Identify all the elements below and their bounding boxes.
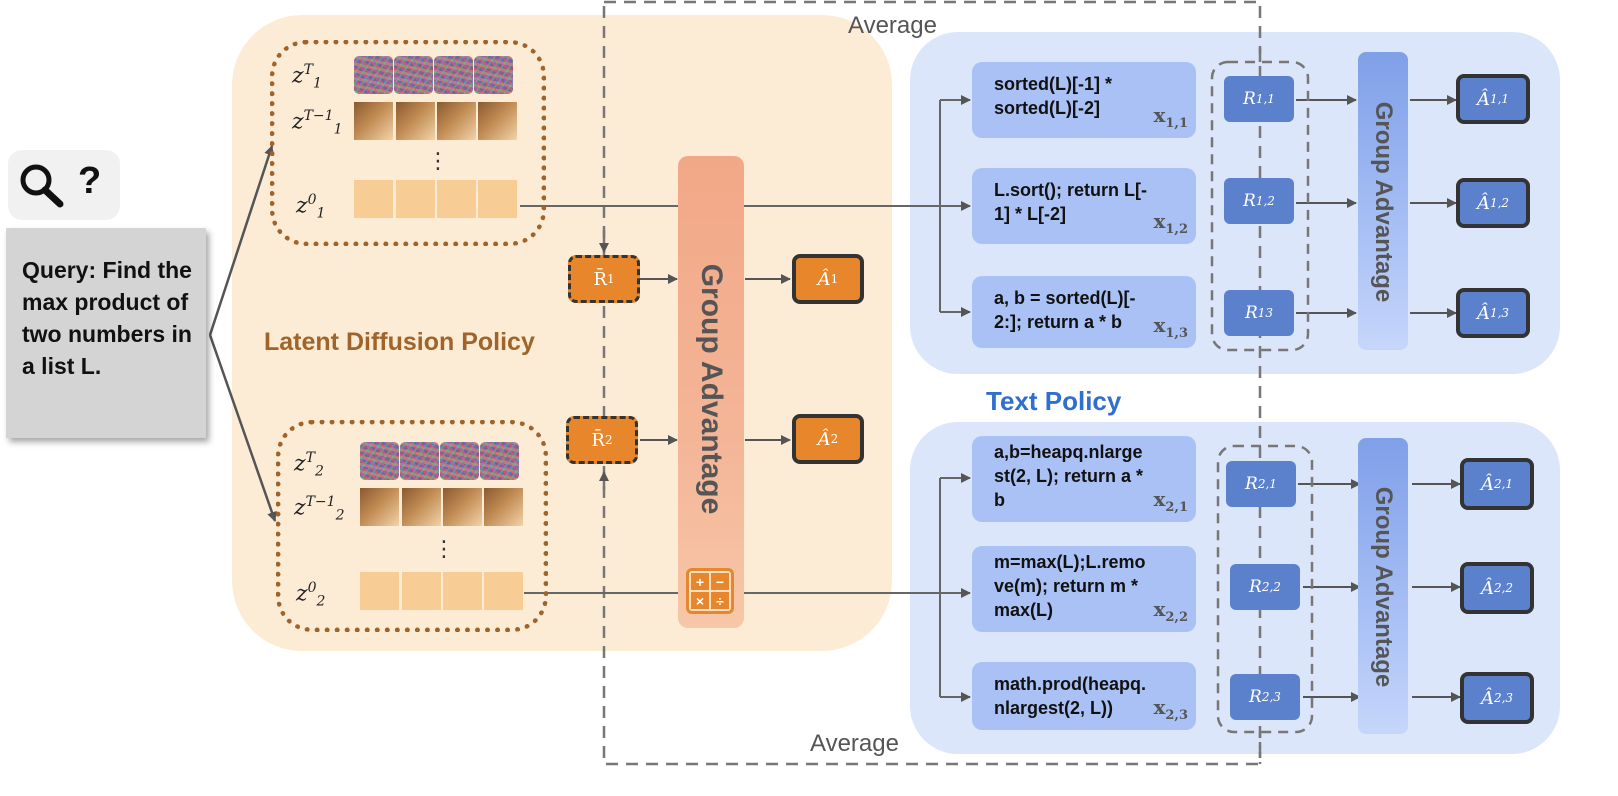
latent-diffusion-policy-title: Latent Diffusion Policy	[264, 328, 535, 356]
z2-Tminus1-label: zT−12	[294, 494, 345, 524]
x-label: x2,3	[1153, 695, 1188, 723]
noise-tile	[354, 56, 393, 94]
latent-group-advantage-label: Group Advantage	[695, 263, 728, 515]
code-box-1-1: sorted(L)[-1] * sorted(L)[-2] x1,1	[972, 62, 1196, 138]
clean-tile	[360, 572, 399, 610]
latent-group-1	[270, 40, 546, 246]
latent-tile	[437, 102, 476, 140]
text-group-advantage-bar-1	[1358, 52, 1408, 350]
z2-0-label: z02	[296, 580, 326, 610]
latent-diffusion-panel	[232, 15, 892, 651]
latent-tile	[443, 488, 482, 526]
code-box-2-1: a,b=heapq.nlarge st(2, L); return a * b …	[972, 436, 1196, 522]
noise-tile	[440, 442, 479, 480]
question-mark-icon: ?	[78, 160, 102, 202]
latent-tile	[478, 102, 517, 140]
code-box-2-2: m=max(L);L.remo ve(m); return m * max(L)…	[972, 546, 1196, 632]
clean-tile	[484, 572, 523, 610]
noise-tile	[474, 56, 513, 94]
x-label: x1,3	[1153, 313, 1188, 341]
code-box-1-2: L.sort(); return L[- 1] * L[-2] x1,2	[972, 168, 1196, 244]
x-label: x1,2	[1153, 209, 1188, 237]
divide-icon: ÷	[711, 592, 729, 609]
multiply-icon: ×	[691, 592, 709, 609]
clean-tile	[354, 180, 393, 218]
average-label-top: Average	[848, 12, 937, 39]
rbar-2-box: R̄2	[566, 416, 638, 464]
search-query-badge: ?	[8, 150, 120, 220]
latent-tile	[484, 488, 523, 526]
query-box: Query: Find the max product of two numbe…	[6, 228, 206, 438]
latent-tile	[396, 102, 435, 140]
magnifier-icon	[20, 164, 64, 208]
clean-tile	[396, 180, 435, 218]
z1-0-label: z01	[296, 192, 326, 222]
code-box-1-3: a, b = sorted(L)[- 2:]; return a * b x1,…	[972, 276, 1196, 348]
noise-tile	[434, 56, 473, 94]
x-label: x2,1	[1153, 487, 1188, 515]
text-policy-title: Text Policy	[986, 386, 1122, 416]
x-label: x2,2	[1153, 597, 1188, 625]
z1-T-label: zT1	[292, 62, 322, 92]
z2-T-label: zT2	[294, 450, 324, 480]
code-box-2-3: math.prod(heapq. nlargest(2, L)) x2,3	[972, 662, 1196, 730]
minus-icon: −	[711, 573, 729, 590]
noise-tile	[480, 442, 519, 480]
text-group-advantage-label-1: Group Advantage	[1370, 101, 1397, 303]
noise-tile	[360, 442, 399, 480]
clean-tile	[437, 180, 476, 218]
latent-group-2	[276, 420, 548, 632]
text-group-advantage-bar-2	[1358, 438, 1408, 734]
text-group-advantage-label-2: Group Advantage	[1370, 486, 1397, 688]
latent-tile	[402, 488, 441, 526]
vertical-ellipsis: ⋮	[427, 150, 449, 172]
plus-icon: +	[691, 573, 709, 590]
vertical-ellipsis: ⋮	[433, 538, 455, 560]
z1-Tminus1-label: zT−11	[292, 108, 343, 138]
clean-tile	[443, 572, 482, 610]
calculator-icon: + − × ÷	[686, 568, 734, 614]
latent-tile	[360, 488, 399, 526]
rbar-1-box: R̄1	[568, 255, 640, 303]
query-text: Query: Find the max product of two numbe…	[22, 257, 192, 379]
clean-tile	[478, 180, 517, 218]
average-label-bottom: Average	[810, 730, 899, 757]
noise-tile	[394, 56, 433, 94]
latent-group-advantage-bar	[678, 156, 744, 628]
x-label: x1,1	[1153, 103, 1188, 131]
clean-tile	[402, 572, 441, 610]
latent-tile	[354, 102, 393, 140]
noise-tile	[400, 442, 439, 480]
